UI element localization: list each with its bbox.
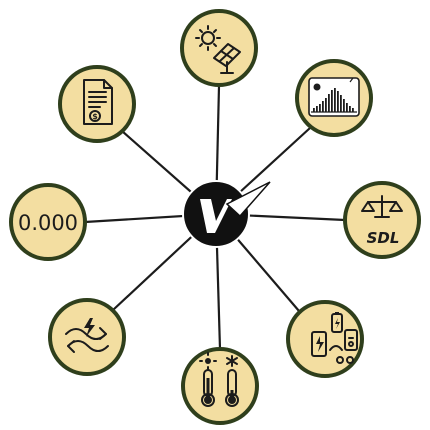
node-solar[interactable] [180,9,258,87]
ev-charger-battery-icon [311,312,358,364]
hub-logo[interactable] [182,180,271,248]
digital-readout-icon: 0.000 [18,211,78,235]
balance-scale-icon [361,195,403,218]
node-transfer[interactable] [48,298,126,376]
energy-exchange-arrows-icon [65,318,109,353]
histogram-chart-icon [308,77,360,117]
readout-value: 0.000 [18,211,78,235]
v-logo-icon [200,181,271,233]
sdl-label: SDL [367,229,400,247]
sun-solar-panel-icon [195,25,241,74]
thermometer-hot-cold-icon [199,352,239,407]
svg-text:$: $ [92,112,98,121]
node-chart[interactable] [295,59,373,137]
invoice-dollar-icon: $ [83,79,113,125]
node-readout[interactable]: 0.000 [9,183,87,261]
node-sdl[interactable]: SDL [343,181,421,259]
node-temperature[interactable] [181,347,259,425]
node-billing[interactable]: $ [58,65,136,143]
node-ev-charging[interactable] [286,300,364,378]
